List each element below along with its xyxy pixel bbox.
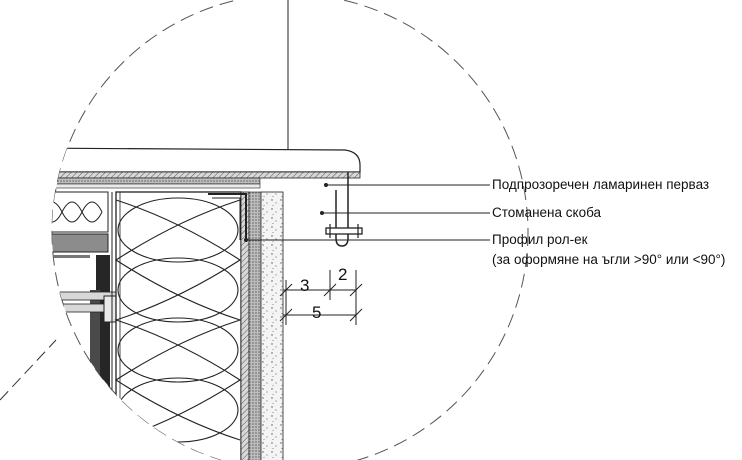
sill-flashing-shape — [52, 147, 361, 173]
profile-channel — [208, 193, 247, 242]
leader-line-outer — [0, 339, 57, 401]
label-profile: Профил рол-ек — [492, 232, 588, 247]
dimension-5: 5 — [312, 303, 322, 322]
label-steel-bracket: Стоманена скоба — [492, 205, 602, 220]
dimension-2: 2 — [338, 265, 348, 284]
label-profile-note: (за оформяне на ъгли >90° или <90°) — [492, 252, 726, 267]
label-sill-flashing: Подпрозоречен ламаринен перваз — [492, 177, 710, 192]
dimension-3: 3 — [300, 276, 310, 295]
steel-bracket-shape — [325, 227, 363, 235]
